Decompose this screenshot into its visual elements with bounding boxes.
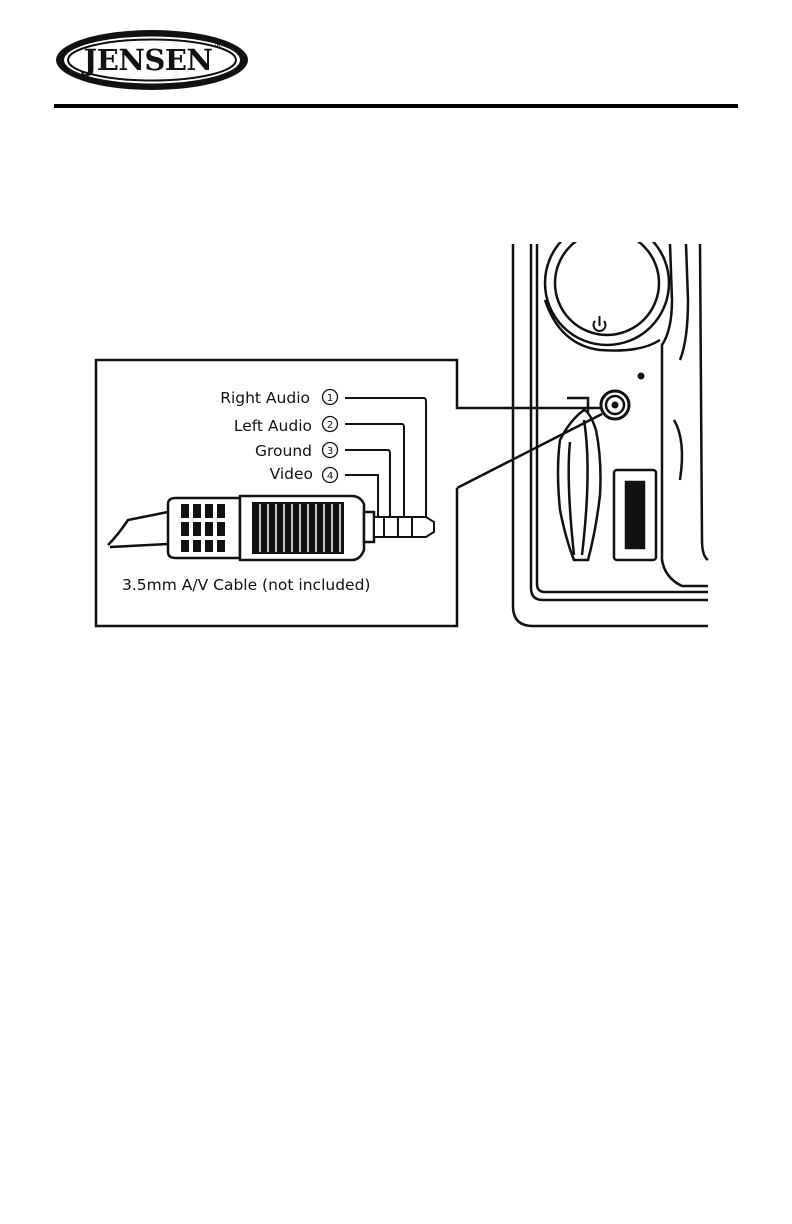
header-rule — [54, 104, 738, 108]
diagram-svg: Right Audio Left Audio Ground Video 1 2 … — [93, 242, 710, 632]
number-4: 4 — [327, 471, 333, 482]
label-right-audio: Right Audio — [220, 389, 310, 407]
av-input-jack — [601, 391, 629, 419]
indicator-led — [638, 373, 645, 380]
number-1: 1 — [327, 393, 333, 404]
diagram-caption: 3.5mm A/V Cable (not included) — [122, 576, 370, 594]
head-unit-illustration — [513, 242, 708, 626]
pin-labels: Right Audio Left Audio Ground Video 1 2 … — [220, 389, 337, 483]
jensen-logo: JENSEN ® — [54, 28, 250, 92]
jensen-logo-graphic: JENSEN ® — [54, 28, 250, 92]
power-icon — [594, 316, 606, 331]
av-cable-plug — [108, 496, 434, 560]
brand-text: JENSEN — [81, 43, 213, 77]
label-left-audio: Left Audio — [234, 417, 312, 435]
av-connection-diagram: Right Audio Left Audio Ground Video 1 2 … — [93, 242, 710, 632]
number-3: 3 — [327, 446, 333, 457]
number-2: 2 — [327, 420, 333, 431]
label-video: Video — [270, 465, 313, 483]
registered-mark: ® — [214, 41, 223, 51]
label-ground: Ground — [255, 442, 312, 460]
